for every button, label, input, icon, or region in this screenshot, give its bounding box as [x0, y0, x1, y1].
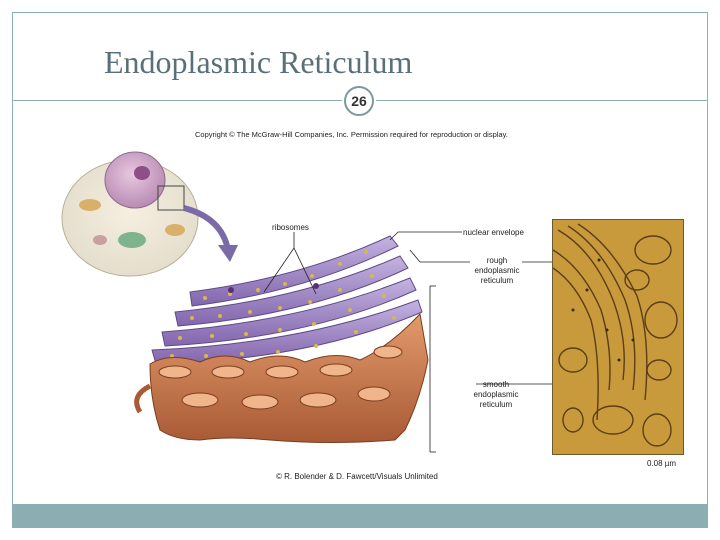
- rough-er-stacks: [151, 235, 423, 365]
- scale-bar-label: 0.08 µm: [647, 459, 677, 468]
- leader-lines: [263, 231, 590, 453]
- label-rough-er-line3: reticulum: [480, 276, 514, 285]
- slide-title: Endoplasmic Reticulum: [104, 44, 413, 80]
- cell-overview: [61, 151, 199, 277]
- label-smooth-er-line2: endoplasmic: [473, 390, 519, 399]
- smooth-er-tissue: [134, 312, 429, 443]
- label-ribosomes: ribosomes: [272, 223, 309, 232]
- page-number-badge: 26: [344, 86, 374, 116]
- label-rough-er-line2: endoplasmic: [474, 266, 520, 275]
- title-rule-right: [376, 100, 708, 101]
- title-rule-left: [12, 100, 342, 101]
- photo-credit: © R. Bolender & D. Fawcett/Visuals Unlim…: [276, 472, 438, 481]
- footer-bar: [12, 504, 708, 528]
- zoom-arrow: [183, 205, 231, 251]
- copyright-notice: Copyright © The McGraw-Hill Companies, I…: [195, 130, 508, 139]
- label-smooth-er: smooth endoplasmic reticulum: [468, 380, 524, 410]
- zoom-arrow-head: [218, 245, 238, 262]
- electron-micrograph: [552, 219, 684, 455]
- label-smooth-er-line1: smooth: [482, 380, 510, 389]
- label-smooth-er-line3: reticulum: [479, 400, 513, 409]
- page-number: 26: [351, 93, 367, 109]
- micrograph-image: [553, 220, 683, 454]
- label-rough-er-line1: rough: [486, 256, 508, 265]
- label-rough-er: rough endoplasmic reticulum: [470, 256, 524, 286]
- label-nuclear-envelope: nuclear envelope: [463, 228, 524, 237]
